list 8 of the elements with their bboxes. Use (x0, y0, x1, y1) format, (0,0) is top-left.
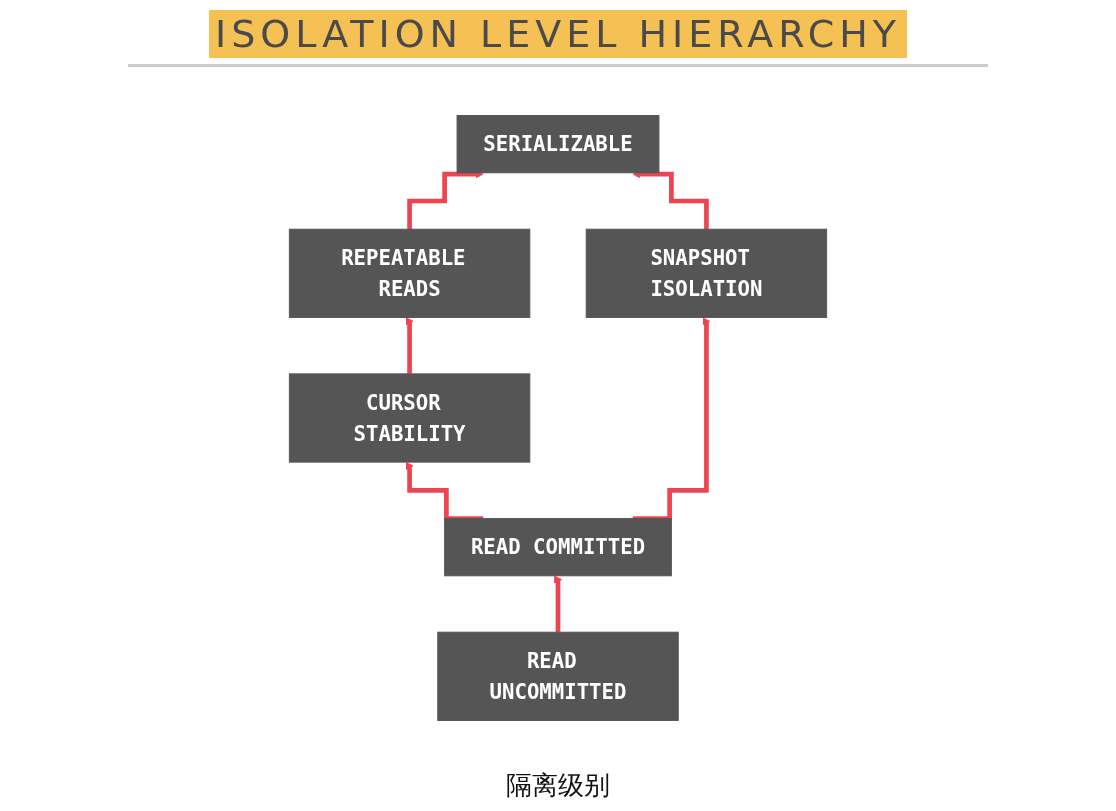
node-box: REPEATABLE READS (288, 228, 531, 318)
node-box: READ COMMITTED (444, 517, 672, 576)
node-box: CURSOR STABILITY (288, 372, 531, 463)
node-box: READ UNCOMMITTED (437, 631, 679, 721)
title: ISOLATION LEVEL HIERARCHY (208, 10, 908, 58)
node-box: SNAPSHOT ISOLATION (585, 228, 828, 318)
node-box: SERIALIZABLE (456, 114, 660, 173)
caption: 隔离级别 (506, 769, 610, 802)
